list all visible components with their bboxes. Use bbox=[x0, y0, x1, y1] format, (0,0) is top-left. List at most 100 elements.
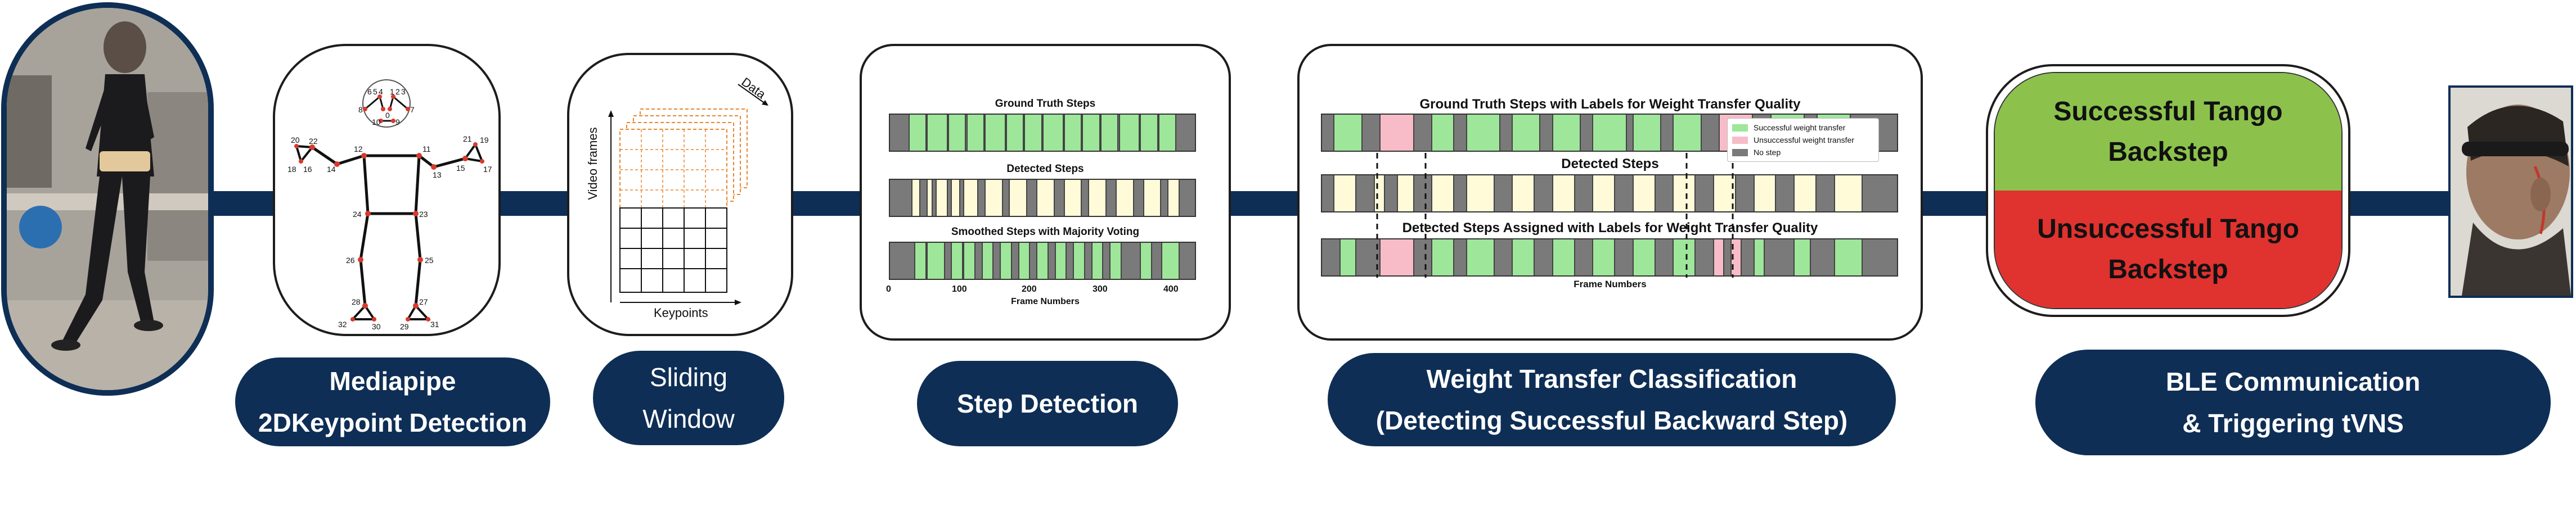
kp-label: 25 bbox=[425, 256, 434, 265]
kp-label: 21 bbox=[463, 134, 472, 143]
connector-line bbox=[2350, 191, 2449, 216]
stage-pill-step: Step Detection bbox=[917, 361, 1178, 446]
legend-swatch bbox=[1732, 136, 1748, 144]
bar-segment bbox=[927, 243, 945, 279]
kp-label: 10 bbox=[372, 117, 381, 126]
row-title-wt-detected: Detected Steps bbox=[1561, 156, 1659, 171]
step-detection-panel: Ground Truth Steps Detected Steps Smooth… bbox=[860, 44, 1231, 341]
bar-segment bbox=[1161, 243, 1180, 279]
kp-label: 29 bbox=[400, 322, 409, 331]
stage-line2: Window bbox=[642, 404, 735, 433]
bar-segment bbox=[1592, 175, 1616, 211]
fail-line2: Backstep bbox=[2108, 254, 2228, 284]
person-with-headset-image bbox=[2451, 88, 2571, 296]
kp-label: 28 bbox=[352, 297, 361, 306]
bar-segment bbox=[1140, 115, 1158, 151]
fail-line1: Unsuccessful Tango bbox=[2037, 214, 2299, 244]
x-axis-label: Frame Numbers bbox=[1011, 297, 1080, 306]
bar-segment bbox=[1063, 180, 1082, 216]
keypoints-label: Keypoints bbox=[654, 306, 708, 320]
row-title-ground-truth: Ground Truth Steps bbox=[995, 98, 1096, 110]
connector-line bbox=[1231, 191, 1297, 216]
bar-segment bbox=[1512, 239, 1535, 275]
bar-segment bbox=[1073, 243, 1085, 279]
result-inner: Successful Tango Backstep Unsuccessful T… bbox=[1994, 72, 2343, 309]
sliding-window-panel: Video frames Keypoints Data bbox=[567, 53, 793, 336]
kp-label: 16 bbox=[303, 165, 312, 174]
bar-segment bbox=[1333, 175, 1357, 211]
bar-segment bbox=[908, 115, 927, 151]
stage-line1: Weight Transfer Classification bbox=[1426, 364, 1797, 393]
bar-segment bbox=[1632, 175, 1656, 211]
kp-label: 12 bbox=[354, 144, 363, 153]
stage-pill-weight: Weight Transfer Classification (Detectin… bbox=[1328, 353, 1896, 446]
bar-segment bbox=[927, 115, 948, 151]
skeleton-panel: 6 5 4 1 2 3 8 10 9 7 0 20 22 18 16 14 12… bbox=[273, 44, 501, 336]
bar-segment bbox=[1833, 175, 1863, 211]
connector-line bbox=[501, 191, 568, 216]
bar-detected bbox=[889, 179, 1196, 217]
bar-segment bbox=[936, 180, 948, 216]
bar-segment bbox=[1673, 115, 1702, 151]
connector-line bbox=[1923, 191, 1989, 216]
bar-segment bbox=[1833, 239, 1863, 275]
kp-label: 2 bbox=[395, 87, 400, 96]
bar-segment bbox=[1379, 239, 1414, 275]
legend-item: Successful weight transfer bbox=[1732, 123, 1845, 132]
bar-segment bbox=[1333, 115, 1363, 151]
bar-segment bbox=[947, 115, 966, 151]
bar-segment bbox=[1143, 180, 1162, 216]
bar-smoothed bbox=[889, 242, 1196, 280]
kp-label: 19 bbox=[480, 135, 489, 144]
kp-label: 7 bbox=[410, 105, 415, 114]
bar-segment bbox=[1396, 175, 1414, 211]
bar-segment bbox=[1082, 115, 1100, 151]
bar-segment bbox=[1158, 115, 1177, 151]
stage-line1: Step Detection bbox=[956, 389, 1139, 418]
kp-label: 18 bbox=[287, 165, 296, 174]
bar-segment bbox=[1592, 115, 1627, 151]
bar-segment bbox=[1116, 180, 1134, 216]
person-video-frame bbox=[1, 2, 214, 396]
kp-label: 30 bbox=[372, 322, 381, 331]
success-box: Successful Tango Backstep bbox=[1995, 73, 2341, 191]
kp-label: 0 bbox=[385, 111, 390, 120]
bar-segment bbox=[1431, 175, 1455, 211]
stage-pill-sliding: Sliding Window bbox=[593, 351, 784, 445]
bar-segment bbox=[1009, 180, 1027, 216]
bar-segment bbox=[1673, 239, 1696, 275]
bar-segment bbox=[1712, 175, 1736, 211]
bar-wt-assigned bbox=[1321, 238, 1898, 277]
bar-segment bbox=[1512, 115, 1541, 151]
bar-segment bbox=[1592, 239, 1616, 275]
legend-swatch bbox=[1732, 148, 1748, 156]
bar-segment bbox=[984, 180, 1003, 216]
kp-label: 8 bbox=[358, 105, 363, 114]
legend-item: Unsuccessful weight transfer bbox=[1732, 135, 1854, 144]
fail-box: Unsuccessful Tango Backstep bbox=[1995, 191, 2341, 308]
bar-segment bbox=[984, 115, 1006, 151]
bar-segment bbox=[1552, 239, 1575, 275]
bar-segment bbox=[1063, 115, 1082, 151]
device-photo bbox=[2448, 85, 2573, 298]
legend-label: Unsuccessful weight transfer bbox=[1754, 135, 1854, 144]
bar-wt-detected bbox=[1321, 174, 1898, 212]
weight-transfer-panel: Ground Truth Steps with Labels for Weigh… bbox=[1297, 44, 1923, 341]
bar-segment bbox=[1091, 243, 1104, 279]
kp-label: 15 bbox=[456, 164, 465, 173]
result-panel: Successful Tango Backstep Unsuccessful T… bbox=[1986, 64, 2350, 317]
bar-segment bbox=[1373, 175, 1386, 211]
kp-label: 4 bbox=[379, 87, 383, 96]
connector-line bbox=[793, 191, 861, 216]
bar-segment bbox=[1673, 175, 1696, 211]
kp-label: 27 bbox=[419, 297, 428, 306]
bar-segment bbox=[1552, 175, 1575, 211]
stage-line1: Mediapipe bbox=[329, 366, 456, 396]
bar-ground-truth bbox=[889, 114, 1196, 152]
kp-label: 3 bbox=[401, 87, 406, 96]
bar-segment bbox=[951, 243, 964, 279]
bar-segment bbox=[1730, 239, 1742, 275]
legend-label: No step bbox=[1754, 148, 1781, 157]
legend-label: Successful weight transfer bbox=[1754, 123, 1846, 132]
